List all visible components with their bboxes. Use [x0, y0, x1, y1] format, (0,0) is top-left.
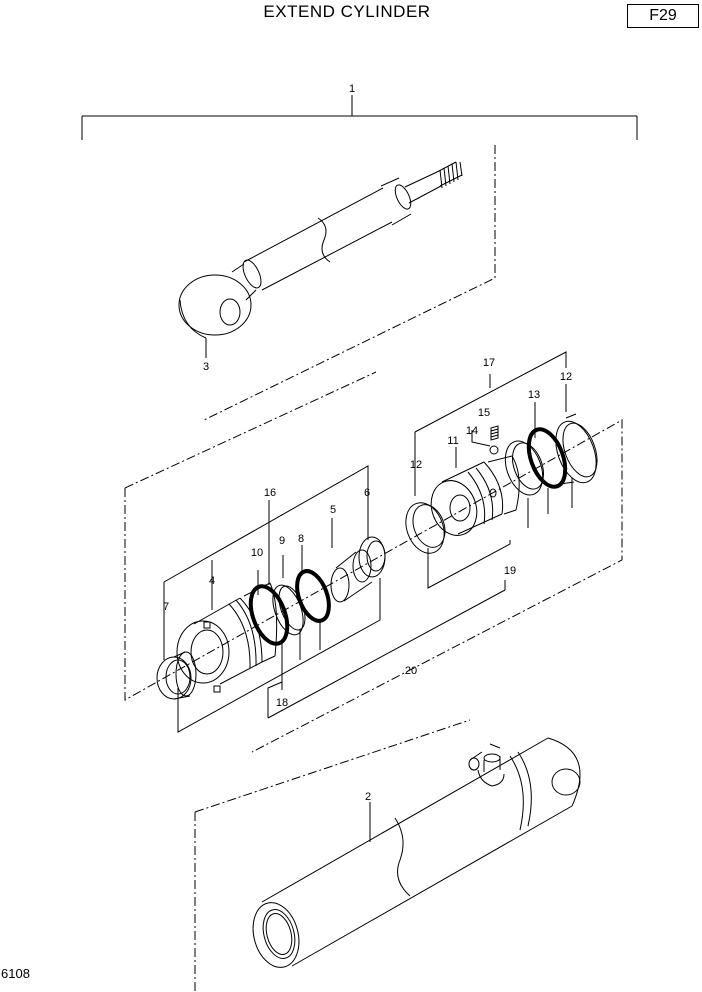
gland-parts	[156, 536, 386, 700]
piston-rod	[178, 145, 496, 421]
callout-2: 2	[365, 791, 371, 803]
callout-10: 10	[251, 547, 263, 559]
drawing-number: 6108	[1, 966, 30, 981]
callout-16: 16	[264, 487, 276, 499]
callout-1: 1	[349, 83, 355, 95]
page-title: EXTEND CYLINDER	[263, 2, 431, 21]
callout-4: 4	[209, 575, 215, 587]
callout-17: 17	[483, 357, 495, 369]
callout-8: 8	[298, 533, 304, 545]
callout-18: 18	[276, 697, 288, 709]
gland-bracket	[163, 465, 506, 733]
callout-13: 13	[528, 389, 540, 401]
piston-bracket	[414, 351, 573, 589]
seal-kit-frame	[124, 371, 623, 753]
callout-3: 3	[203, 361, 209, 373]
callout-14: 14	[466, 425, 478, 437]
assembly-bracket	[81, 95, 638, 140]
callout-9: 9	[279, 535, 285, 547]
callout-labels: 1 2 3 4 5 6 7 8 9 10 11 12 12 13 14 15 1…	[163, 83, 572, 803]
callout-11: 11	[447, 435, 458, 447]
callout-12-left: 12	[410, 459, 422, 471]
callout-12-right: 12	[560, 371, 572, 383]
page-code-box: F29	[627, 4, 699, 28]
piston-parts	[405, 413, 598, 554]
callout-7: 7	[163, 601, 169, 613]
callout-5: 5	[330, 504, 336, 516]
callout-19: 19	[504, 565, 516, 577]
callout-15: 15	[478, 407, 490, 419]
cylinder-tube	[194, 719, 581, 992]
callout-6: 6	[364, 487, 370, 499]
callout-20: 20	[405, 665, 417, 677]
